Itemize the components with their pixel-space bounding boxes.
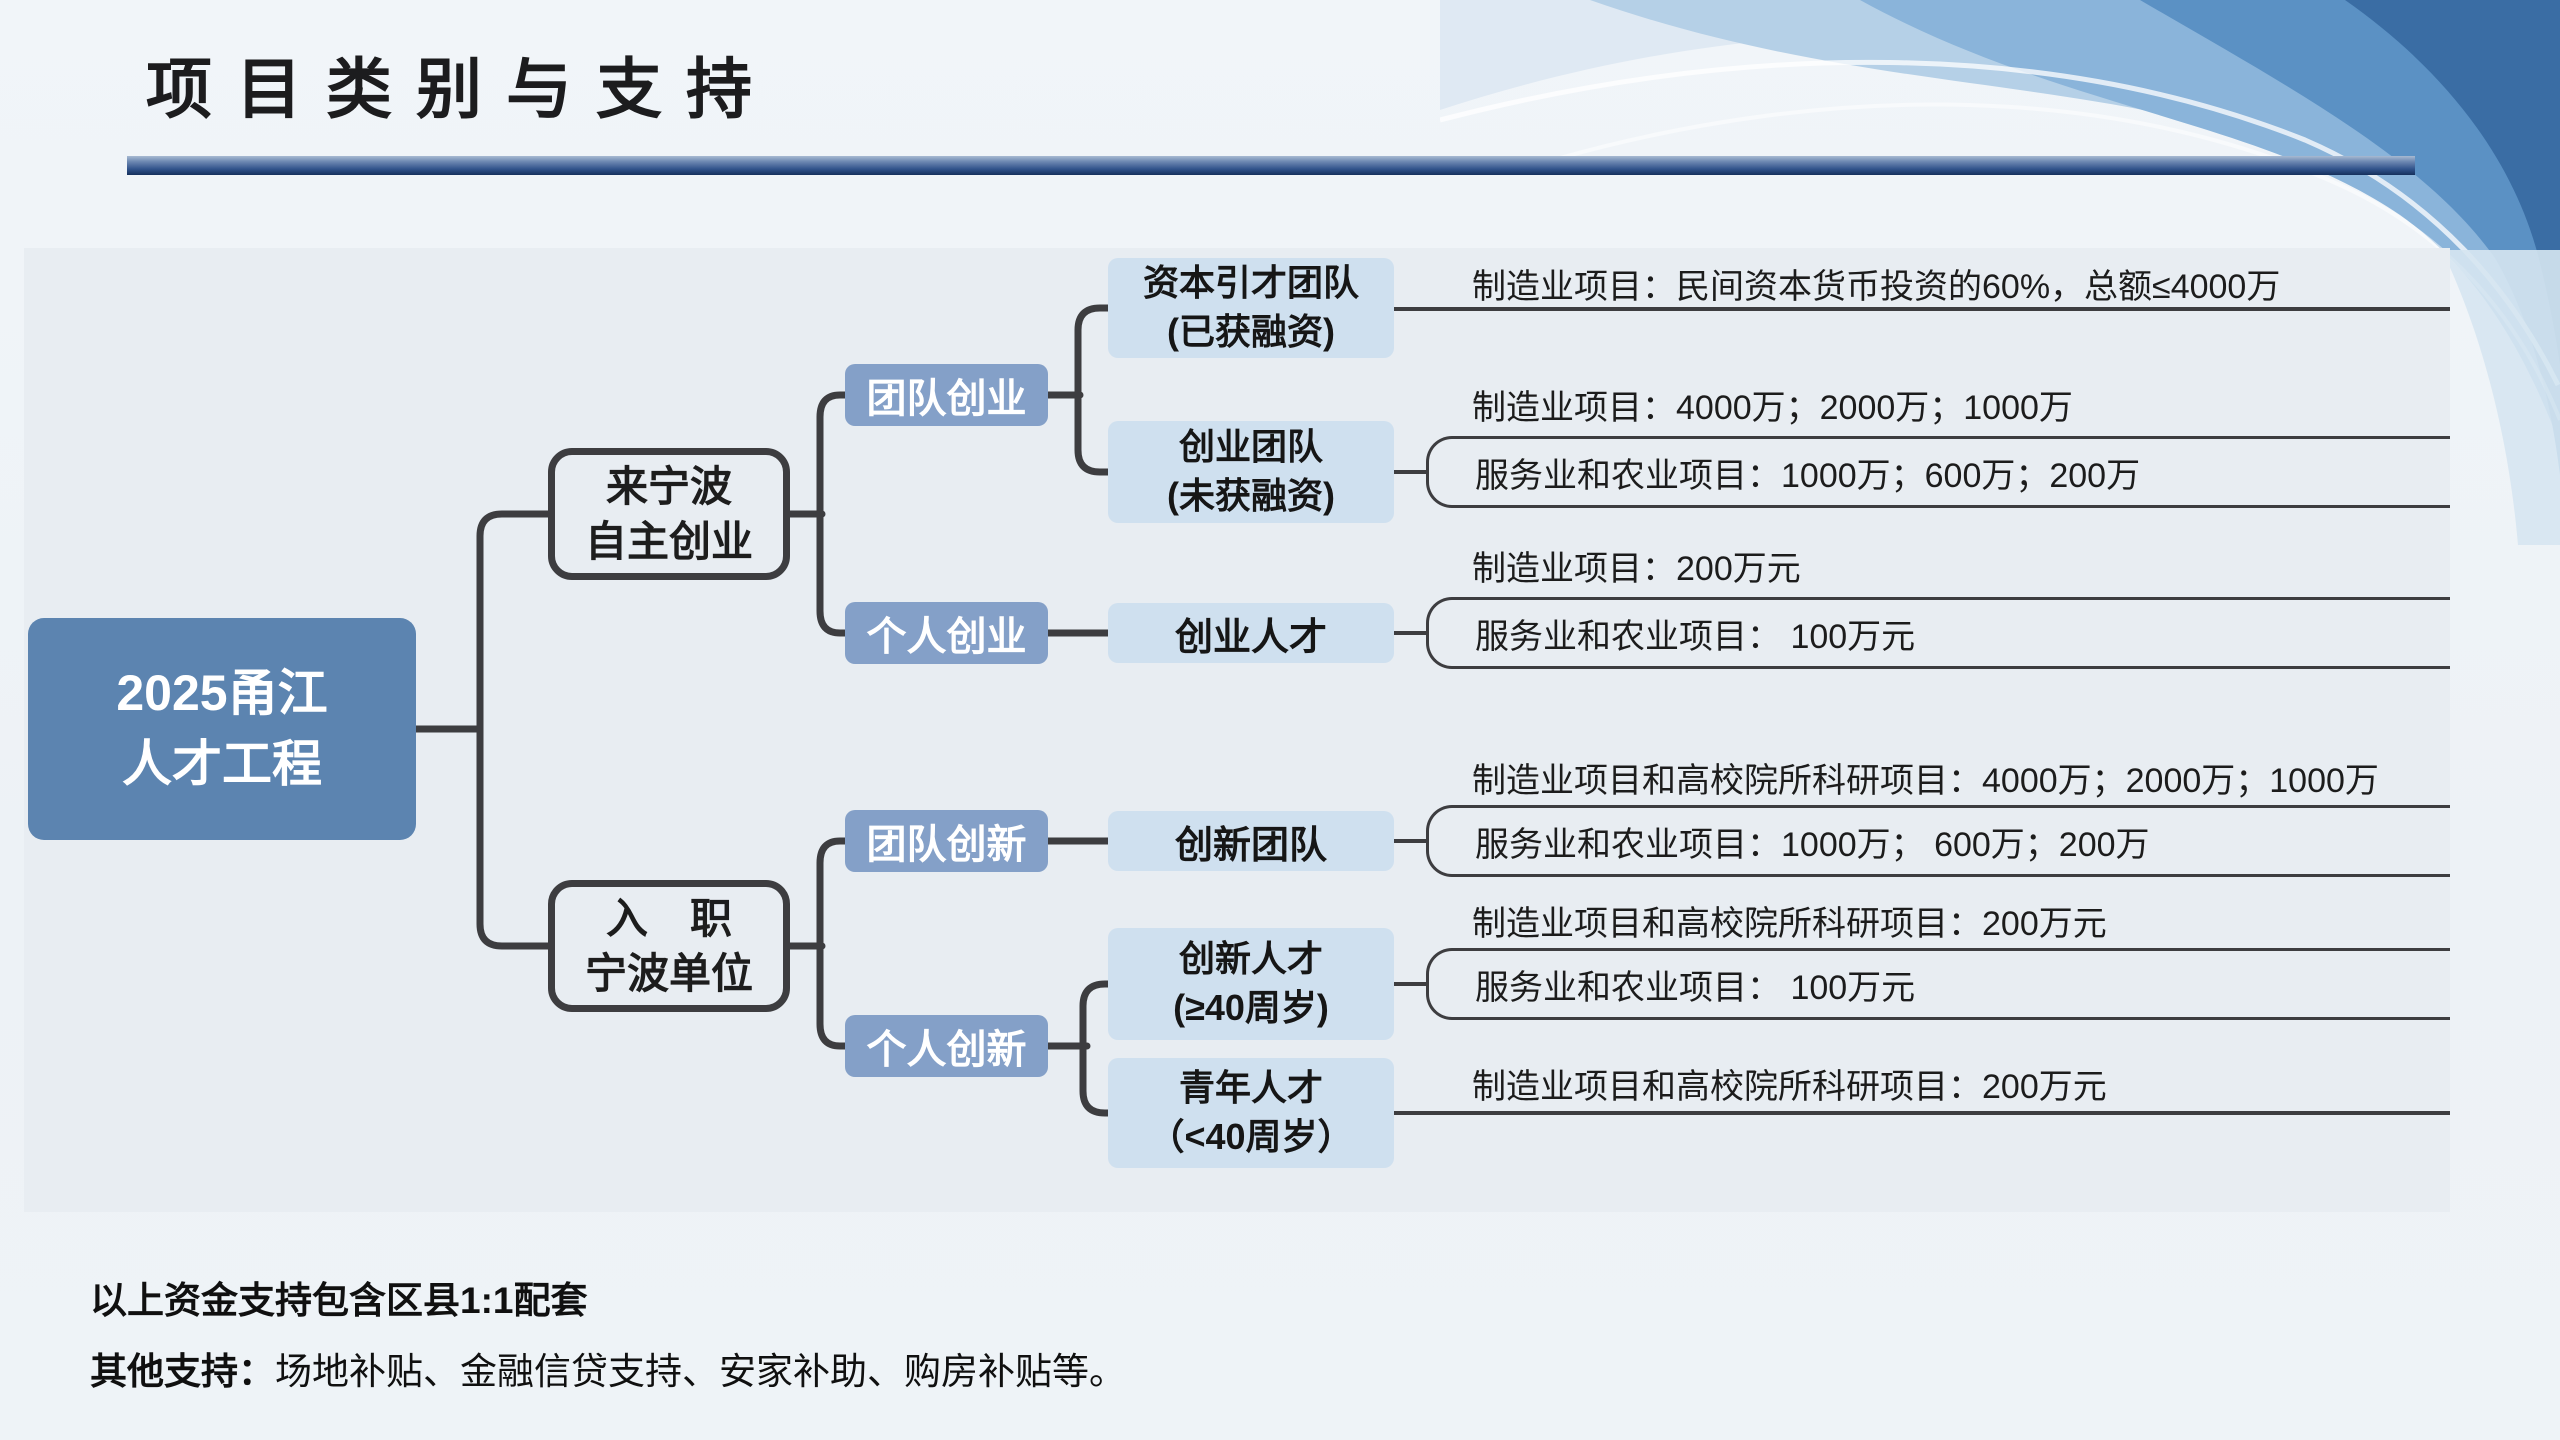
node-line2: （<40周岁） <box>1148 1116 1354 1157</box>
node-innovation-talent-over-40: 创新人才 (≥40周岁) <box>1108 928 1394 1040</box>
note-startup-talent-service-agriculture: 服务业和农业项目： 100万元 <box>1426 597 2450 669</box>
note-innovation-talent-manufacturing: 制造业项目和高校院所科研项目：200万元 <box>1472 904 2107 943</box>
note-startup-team-service-agriculture: 服务业和农业项目：1000万；600万；200万 <box>1426 436 2450 508</box>
page-title: 项目类别与支持 <box>146 52 776 126</box>
note-young-talent-manufacturing: 制造业项目和高校院所科研项目：200万元 <box>1472 1067 2107 1106</box>
branch-come-to-ningbo-self-startup: 来宁波 自主创业 <box>548 448 790 580</box>
node-line1: 创新人才 <box>1178 938 1323 980</box>
node-startup-talent: 创业人才 <box>1108 603 1394 663</box>
title-underline-bar <box>127 156 2415 175</box>
root-node-line2: 人才工程 <box>122 736 322 792</box>
branch-line1: 入 职 <box>605 894 732 942</box>
footnote-other-support-label: 其他支持： <box>90 1351 275 1392</box>
branch-line1: 来宁波 <box>605 462 732 510</box>
note-innovation-talent-service-agriculture: 服务业和农业项目： 100万元 <box>1426 948 2450 1020</box>
note-innovation-team-manufacturing: 制造业项目和高校院所科研项目：4000万；2000万；1000万 <box>1472 761 2379 800</box>
branch-line2: 自主创业 <box>584 518 753 565</box>
node-line1: 资本引才团队 <box>1142 262 1359 304</box>
node-label: 团队创新 <box>866 823 1027 867</box>
footnote-other-support-detail: 场地补贴、金融信贷支持、安家补助、购房补贴等。 <box>275 1351 1126 1392</box>
note-capital-team-manufacturing: 制造业项目：民间资本货币投资的60%，总额≤4000万 <box>1472 267 2281 306</box>
node-line1: 青年人才 <box>1178 1067 1323 1109</box>
note-startup-team-manufacturing: 制造业项目：4000万；2000万；1000万 <box>1472 388 2073 427</box>
node-label: 个人创新 <box>866 1028 1027 1072</box>
node-team-startup: 团队创业 <box>845 364 1048 426</box>
node-line1: 创业人才 <box>1174 616 1327 659</box>
note-startup-talent-manufacturing: 制造业项目：200万元 <box>1472 549 1801 588</box>
node-label: 团队创业 <box>866 377 1027 421</box>
node-team-innovation: 团队创新 <box>845 810 1048 872</box>
node-personal-innovation: 个人创新 <box>845 1015 1048 1077</box>
node-startup-team-unfunded: 创业团队 (未获融资) <box>1108 421 1394 523</box>
node-line2: (未获融资) <box>1167 475 1335 516</box>
node-label: 个人创业 <box>866 615 1027 659</box>
root-node-2025-yongjiang-talent-program: 2025甬江 人才工程 <box>28 618 416 840</box>
node-line1: 创业团队 <box>1178 426 1323 468</box>
node-line2: (已获融资) <box>1167 311 1335 352</box>
node-young-talent-under-40: 青年人才 （<40周岁） <box>1108 1058 1394 1168</box>
node-line2: (≥40周岁) <box>1173 987 1329 1028</box>
node-personal-startup: 个人创业 <box>845 602 1048 664</box>
node-capital-recruited-team: 资本引才团队 (已获融资) <box>1108 258 1394 358</box>
branch-join-ningbo-employer: 入 职 宁波单位 <box>548 880 790 1012</box>
footnote-other-support: 其他支持：场地补贴、金融信贷支持、安家补助、购房补贴等。 <box>90 1338 1126 1398</box>
note-innovation-team-service-agriculture: 服务业和农业项目：1000万； 600万；200万 <box>1426 805 2450 877</box>
node-innovation-team: 创新团队 <box>1108 811 1394 871</box>
branch-line2: 宁波单位 <box>584 950 753 997</box>
root-node-line1: 2025甬江 <box>116 665 328 721</box>
node-line1: 创新团队 <box>1174 824 1327 867</box>
footnote-matching-funds: 以上资金支持包含区县1:1配套 <box>90 1280 588 1321</box>
